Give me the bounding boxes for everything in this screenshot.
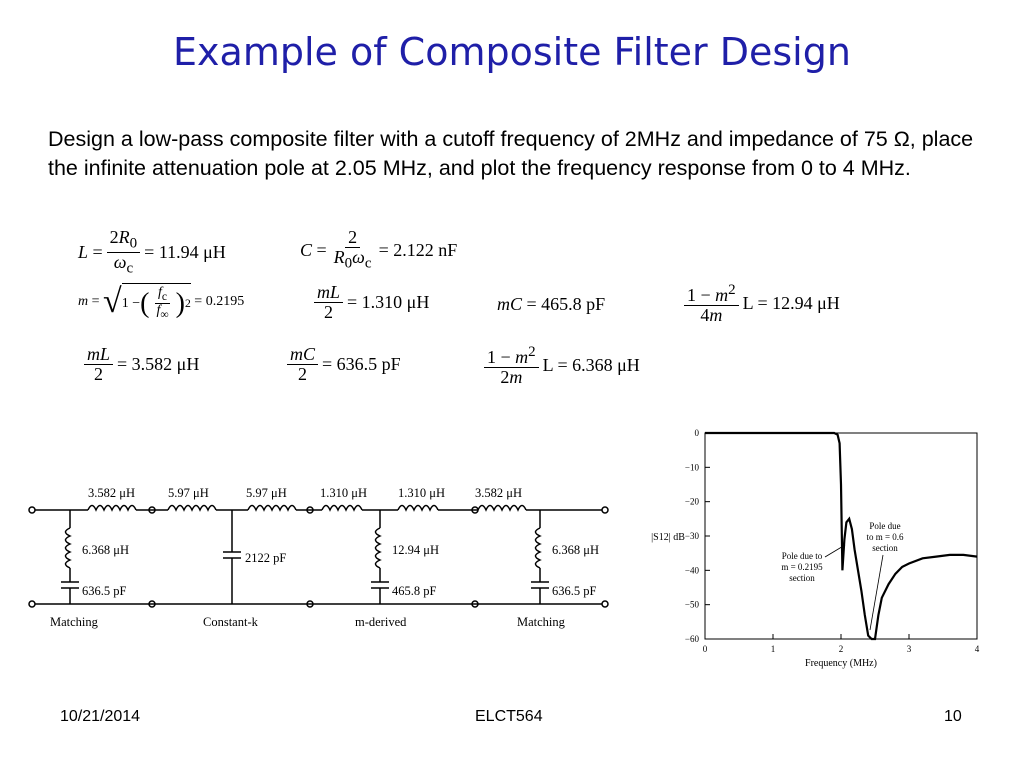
section-label-matching-left: Matching	[50, 615, 99, 629]
section-label-constant-k: Constant-k	[203, 615, 259, 629]
series-L4-label: 1.310 μH	[320, 486, 367, 500]
y-tick-label: −40	[685, 565, 700, 575]
eq-mC: mC = 465.8 pF	[497, 294, 606, 314]
slide-title: Example of Composite Filter Design	[173, 30, 851, 74]
y-tick-label: −50	[685, 600, 700, 610]
footer-page-number: 10	[944, 708, 962, 725]
footer-course: ELCT564	[475, 708, 543, 725]
y-tick-label: −60	[685, 634, 700, 644]
problem-statement: Design a low-pass composite filter with …	[48, 127, 974, 180]
annotation-pole-m02195-line1: Pole due to	[782, 551, 823, 561]
shunt-right-L-label: 6.368 μH	[552, 543, 599, 557]
x-axis-label: Frequency (MHz)	[805, 658, 877, 669]
composite-filter-schematic: 3.582 μH 5.97 μH 5.97 μH 1.310 μH 1.310 …	[28, 486, 609, 629]
series-L1-label: 3.582 μH	[88, 486, 135, 500]
s12-curve	[705, 431, 978, 641]
annotation-pole-m06-line2: to m = 0.6	[866, 532, 904, 542]
shunt-m-L-label: 12.94 μH	[392, 543, 439, 557]
x-tick-label: 0	[703, 644, 708, 654]
frequency-response-chart: 0 −10 −20 −30 −40 −50 −60 0 1 2 3 4 Frequency (MHz…	[651, 428, 980, 669]
x-tick-label: 4	[975, 644, 980, 654]
y-tick-label: −30	[685, 531, 700, 541]
footer-date: 10/21/2014	[60, 708, 141, 725]
y-tick-label: 0	[695, 428, 700, 438]
annotation-pole-m06-line3: section	[872, 543, 898, 553]
y-tick-label: −10	[685, 462, 700, 472]
series-L3-label: 5.97 μH	[246, 486, 287, 500]
x-tick-label: 3	[907, 644, 912, 654]
section-label-matching-right: Matching	[517, 615, 566, 629]
shunt-right-C-label: 636.5 pF	[552, 584, 597, 598]
series-L5-label: 1.310 μH	[398, 486, 445, 500]
annotation-pole-m06-line1: Pole due	[869, 521, 900, 531]
y-axis-label: |S12| dB	[651, 532, 685, 543]
shunt-m-C-label: 465.8 pF	[392, 584, 437, 598]
annotation-arrow-1	[824, 544, 846, 558]
shunt-left-L-label: 6.368 μH	[82, 543, 129, 557]
x-tick-label: 2	[839, 644, 844, 654]
y-tick-label: −20	[685, 497, 700, 507]
shunt-const-C-label: 2122 pF	[245, 551, 286, 565]
annotation-arrow-2	[869, 554, 884, 631]
annotation-pole-m02195-line3: section	[789, 573, 815, 583]
section-label-m-derived: m-derived	[355, 615, 407, 629]
x-tick-label: 1	[771, 644, 776, 654]
series-L6-label: 3.582 μH	[475, 486, 522, 500]
shunt-left-C-label: 636.5 pF	[82, 584, 127, 598]
series-L2-label: 5.97 μH	[168, 486, 209, 500]
annotation-pole-m02195-line2: m = 0.2195	[781, 562, 823, 572]
